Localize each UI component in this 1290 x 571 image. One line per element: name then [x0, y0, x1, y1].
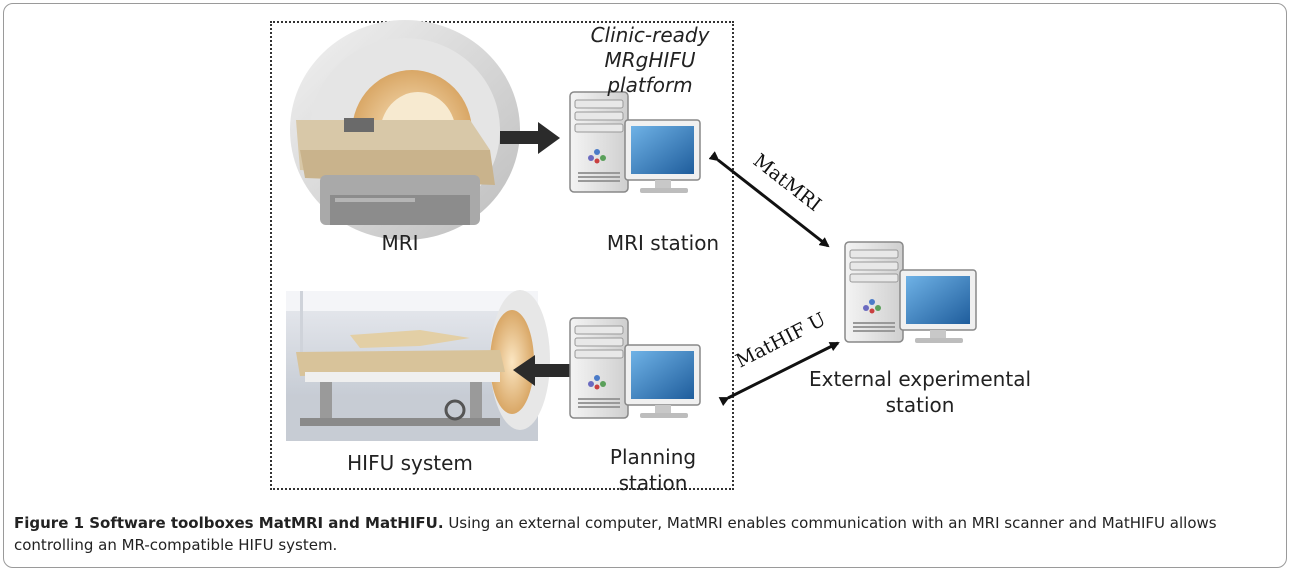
- mathifu-arrow-label: MatHIF U: [732, 308, 829, 372]
- caption-title: Figure 1 Software toolboxes MatMRI and M…: [14, 514, 444, 532]
- mri-station-label: MRI station: [606, 231, 720, 255]
- planning-label-line2: station: [618, 471, 688, 495]
- external-station-label: External experimental station: [790, 366, 1050, 418]
- mri-scanner-image: [290, 20, 520, 240]
- planning-station-computer-icon: [569, 317, 701, 419]
- figure-frame: [3, 3, 1287, 568]
- external-station-computer-icon: [844, 241, 977, 343]
- platform-label: Clinic-ready MRgHIFU platform: [560, 23, 740, 98]
- matmri-arrow-label: MatMRI: [749, 150, 825, 216]
- external-label-line2: station: [885, 393, 955, 417]
- figure-caption: Figure 1 Software toolboxes MatMRI and M…: [14, 512, 1276, 556]
- mri-to-station-arrow: [500, 122, 560, 154]
- caption-text: Using an external computer, MatMRI enabl…: [14, 514, 1217, 554]
- mri-label: MRI: [381, 231, 419, 255]
- platform-label-line2: MRgHIFU platform: [604, 48, 696, 97]
- hifu-system-label: HIFU system: [347, 451, 473, 475]
- platform-label-line1: Clinic-ready: [590, 23, 710, 47]
- planning-label-line1: Planning: [609, 445, 697, 469]
- mri-station-computer-icon: [569, 91, 701, 193]
- platform-boundary: [270, 21, 734, 490]
- planning-station-label: Planning station: [588, 444, 718, 496]
- hifu-system-image: [286, 290, 550, 441]
- external-label-line1: External experimental: [808, 367, 1032, 391]
- planning-to-hifu-arrow: [513, 355, 571, 386]
